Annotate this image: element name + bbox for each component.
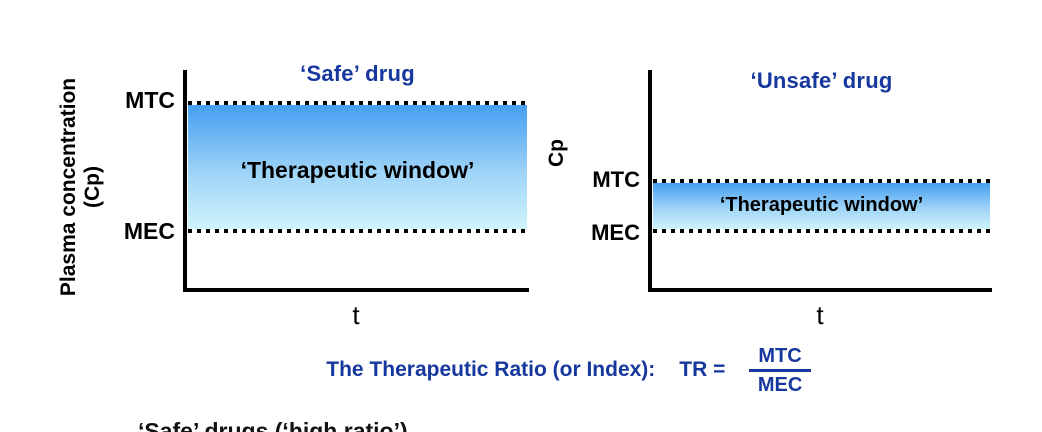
formula-label: The Therapeutic Ratio (or Index):	[326, 358, 656, 381]
right-x-axis	[648, 288, 992, 292]
left-chart-title: ‘Safe’ drug	[300, 61, 415, 86]
therapeutic-ratio-formula: The Therapeutic Ratio (or Index): TR = M…	[96, 342, 1041, 398]
right-x-axis-label: t	[816, 300, 824, 330]
left-mtc-label: MTC	[125, 87, 175, 113]
left-x-axis	[183, 288, 529, 292]
right-y-axis	[648, 70, 652, 292]
right-therapeutic-window-band	[653, 183, 990, 229]
formula-lhs: TR =	[679, 358, 726, 381]
left-mec-label: MEC	[123, 218, 175, 244]
left-window-label: ‘Therapeutic window’	[240, 157, 475, 183]
clipped-footer-text: ‘Safe’ drugs (‘high ratio’)	[138, 418, 408, 432]
right-mec-dotted-line	[653, 229, 990, 233]
right-mtc-label: MTC	[592, 167, 640, 192]
formula-numerator: MTC	[749, 345, 811, 372]
left-mtc-dotted-line	[188, 101, 527, 105]
left-x-axis-label: t	[352, 300, 360, 330]
right-chart-title: ‘Unsafe’ drug	[750, 68, 893, 93]
formula-denominator: MEC	[757, 373, 803, 396]
left-y-axis-label-line1: Plasma concentration	[57, 77, 80, 297]
left-y-axis-label: Plasma concentration (Cp)	[57, 37, 107, 337]
left-y-axis-label-line2: (Cp)	[81, 166, 104, 208]
left-therapeutic-window-band	[188, 105, 527, 229]
left-mec-dotted-line	[188, 229, 527, 233]
formula-fraction: MTC MEC	[749, 345, 811, 396]
left-y-axis	[183, 70, 187, 292]
right-window-label: ‘Therapeutic window’	[719, 194, 924, 216]
right-mtc-dotted-line	[653, 179, 990, 183]
right-mec-label: MEC	[591, 220, 640, 245]
